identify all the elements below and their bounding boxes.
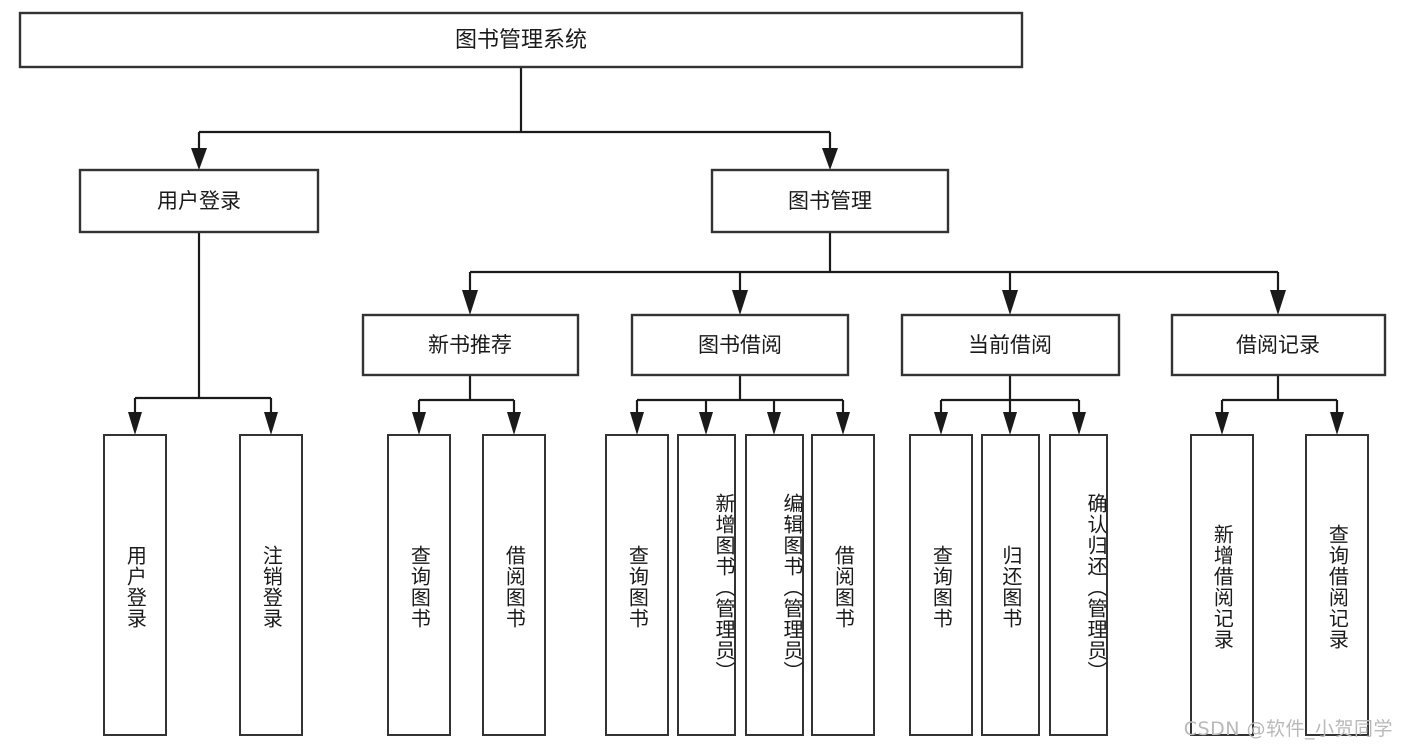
node-borrow-record-label: 借阅记录 bbox=[1236, 333, 1320, 357]
node-leaf-query-book-2-box[interactable] bbox=[605, 434, 669, 736]
node-current-borrow-label: 当前借阅 bbox=[968, 333, 1052, 357]
node-new-book-recommend-box[interactable] bbox=[361, 313, 580, 377]
arrow-to-current-borrow bbox=[1002, 290, 1018, 315]
node-leaf-query-book-3-box[interactable] bbox=[909, 434, 973, 736]
arrow-to-leaf-user-login bbox=[128, 412, 142, 435]
node-new-book-recommend[interactable]: 新书推荐 bbox=[361, 313, 580, 377]
arrow-to-leaf-return-book bbox=[1003, 412, 1017, 435]
node-current-borrow-box[interactable] bbox=[900, 313, 1121, 377]
node-root[interactable]: 图书管理系统 bbox=[18, 11, 1024, 69]
node-book-manage-label: 图书管理 bbox=[788, 189, 872, 213]
node-leaf-add-book-box[interactable] bbox=[677, 434, 736, 736]
node-current-borrow[interactable]: 当前借阅 bbox=[900, 313, 1121, 377]
arrow-root-to-book-manage bbox=[822, 148, 838, 170]
arrow-to-leaf-borrow-book-1 bbox=[507, 412, 521, 435]
node-book-manage-box[interactable] bbox=[710, 168, 950, 234]
node-book-manage[interactable]: 图书管理 bbox=[710, 168, 950, 234]
node-leaf-user-logout-box[interactable] bbox=[239, 434, 303, 736]
node-leaf-borrow-book-2-box[interactable] bbox=[811, 434, 875, 736]
node-book-borrow[interactable]: 图书借阅 bbox=[630, 313, 850, 377]
node-user-login-label: 用户登录 bbox=[157, 189, 241, 213]
node-leaf-query-record-box[interactable] bbox=[1305, 434, 1369, 736]
node-user-login-box[interactable] bbox=[78, 168, 320, 234]
arrow-to-leaf-query-book-3 bbox=[934, 412, 948, 435]
arrow-to-leaf-query-book-2 bbox=[630, 412, 644, 435]
arrow-to-leaf-query-book-1 bbox=[412, 412, 426, 435]
node-new-book-recommend-label: 新书推荐 bbox=[428, 333, 512, 357]
arrow-to-leaf-query-record bbox=[1330, 412, 1344, 435]
node-user-login[interactable]: 用户登录 bbox=[78, 168, 320, 234]
arrow-to-borrow-record bbox=[1270, 290, 1286, 315]
arrow-to-book-borrow bbox=[732, 290, 748, 315]
node-borrow-record[interactable]: 借阅记录 bbox=[1170, 313, 1387, 377]
node-root-box[interactable] bbox=[18, 11, 1024, 69]
node-layer: 图书管理系统 用户登录 图书管理 新书推荐 图书借阅 bbox=[18, 11, 1387, 736]
node-leaf-confirm-return-box[interactable] bbox=[1049, 434, 1108, 736]
node-leaf-edit-book-box[interactable] bbox=[745, 434, 804, 736]
node-root-label: 图书管理系统 bbox=[455, 28, 587, 53]
arrow-to-leaf-add-book bbox=[699, 412, 713, 435]
node-leaf-query-book-1-box[interactable] bbox=[387, 434, 451, 736]
connector-layer bbox=[128, 67, 1344, 435]
node-leaf-user-login-box[interactable] bbox=[103, 434, 167, 736]
node-borrow-record-box[interactable] bbox=[1170, 313, 1387, 377]
arrow-to-leaf-borrow-book-2 bbox=[836, 412, 850, 435]
node-leaf-borrow-book-1-box[interactable] bbox=[482, 434, 546, 736]
arrow-to-leaf-user-logout bbox=[264, 412, 278, 435]
arrow-to-leaf-edit-book bbox=[767, 412, 781, 435]
node-book-borrow-box[interactable] bbox=[630, 313, 850, 377]
node-leaf-return-book-box[interactable] bbox=[981, 434, 1040, 736]
arrow-to-leaf-confirm-return bbox=[1072, 412, 1086, 435]
arrow-root-to-user-login bbox=[191, 148, 207, 170]
node-leaf-add-record-box[interactable] bbox=[1190, 434, 1254, 736]
csdn-watermark: CSDN @软件_小贺同学 bbox=[1183, 718, 1393, 740]
node-book-borrow-label: 图书借阅 bbox=[698, 333, 782, 357]
arrow-to-new-book-recommend bbox=[462, 290, 478, 315]
arrow-to-leaf-add-record bbox=[1215, 412, 1229, 435]
